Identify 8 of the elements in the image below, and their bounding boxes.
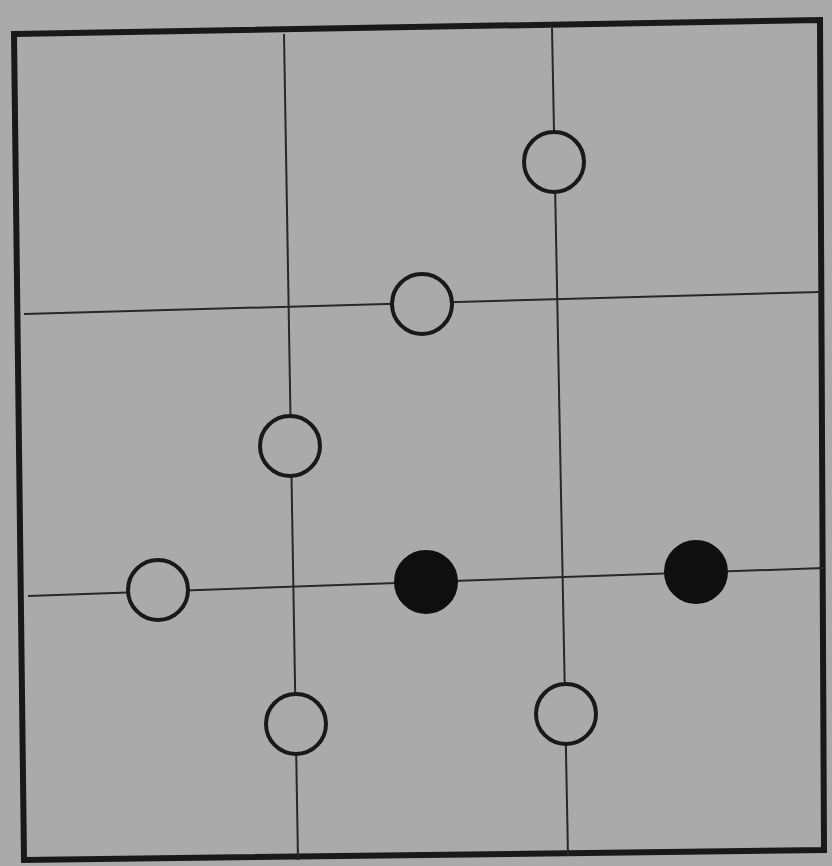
filled-dot <box>394 550 458 614</box>
open-circle <box>522 130 586 194</box>
open-circle <box>126 558 190 622</box>
open-circle <box>264 692 328 756</box>
open-circle <box>258 414 322 478</box>
open-circle <box>534 682 598 746</box>
open-circle <box>390 272 454 336</box>
filled-dot <box>664 540 728 604</box>
